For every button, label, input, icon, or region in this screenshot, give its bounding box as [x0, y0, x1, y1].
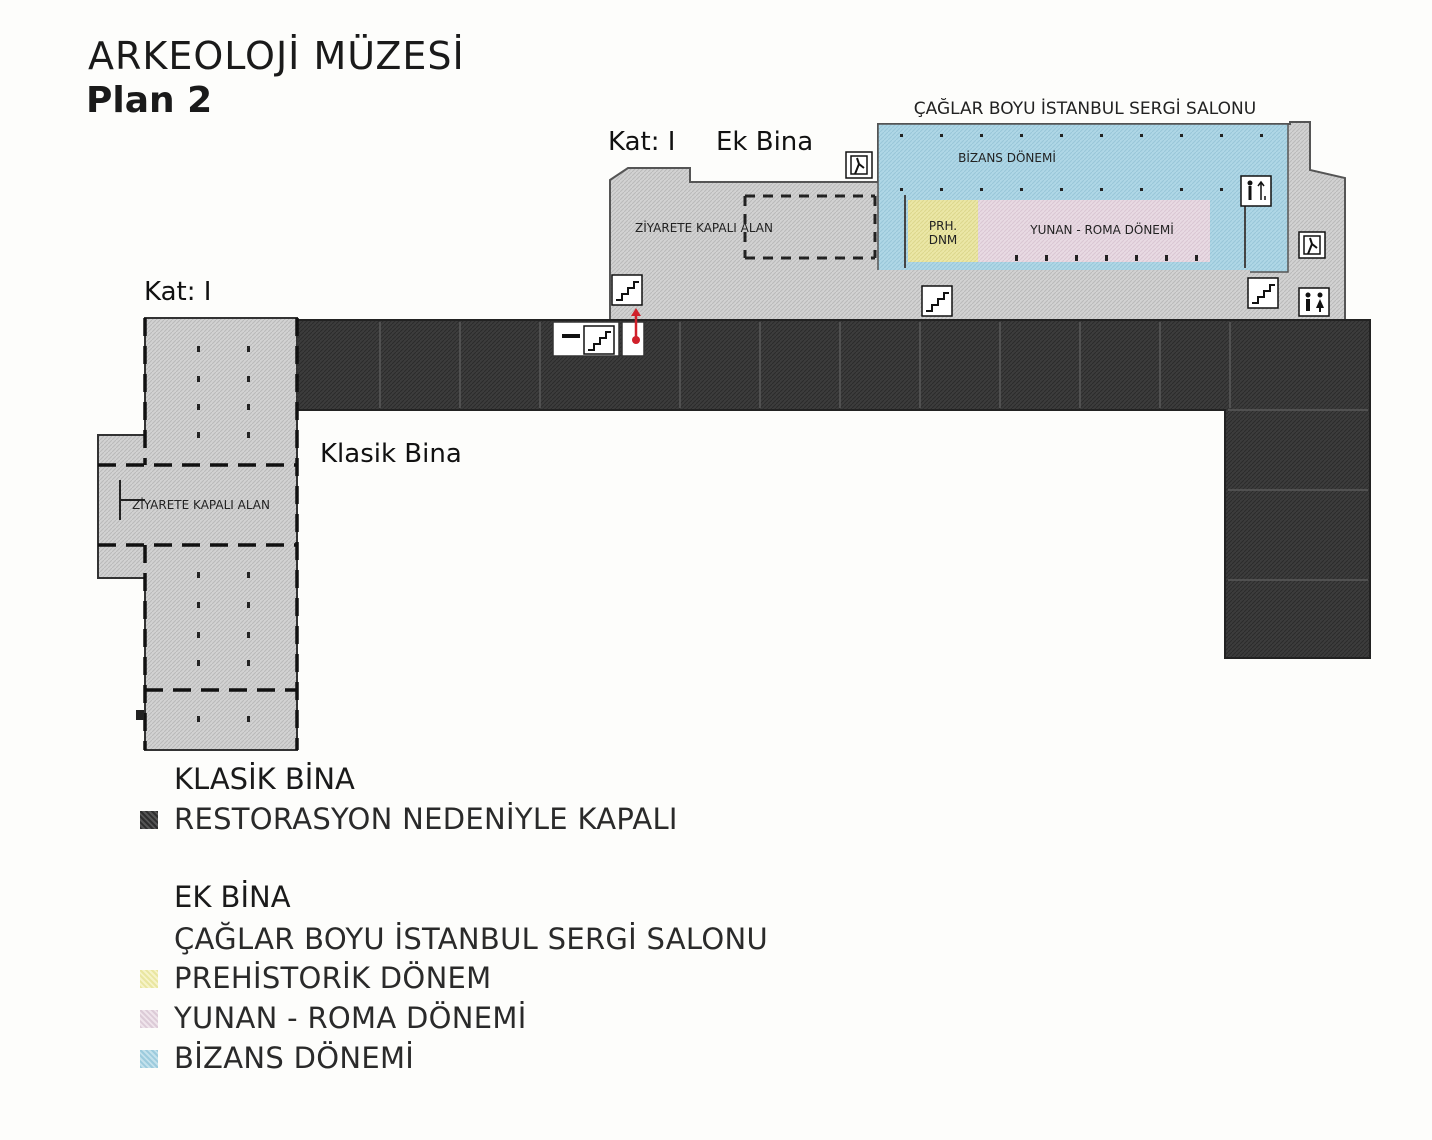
restroom-icon — [1298, 287, 1330, 317]
connector-dash — [562, 334, 580, 338]
legend-swatch-yunan-roma — [140, 1010, 158, 1028]
exit-icon — [845, 151, 873, 179]
location-pin-icon — [631, 308, 641, 344]
bizans-column-dots — [900, 134, 1263, 261]
legend-swatch-closed — [140, 811, 158, 829]
plan-subtitle: Plan 2 — [86, 80, 213, 121]
legend-annex-subheading: ÇAĞLAR BOYU İSTANBUL SERGİ SALONU — [174, 922, 768, 956]
prehistoric-zone — [908, 200, 978, 262]
legend-item-closed: RESTORASYON NEDENİYLE KAPALI — [174, 802, 678, 836]
stairs-icon — [611, 274, 643, 306]
floor-plan-map: ÇAĞLAR BOYU İSTANBUL SERGİ SALONU Kat: I… — [97, 97, 1371, 751]
classic-closed-room-dividers — [379, 322, 1368, 581]
annex-closed-area-label: ZİYARETE KAPALI ALAN — [635, 220, 773, 235]
stairs-icon — [583, 325, 615, 355]
legend-item-bizans: BİZANS DÖNEMİ — [174, 1041, 415, 1075]
bizans-zone-label: BİZANS DÖNEMİ — [958, 149, 1056, 165]
classic-floor-label: Kat: I — [144, 277, 211, 307]
yunan-zone-label: YUNAN - ROMA DÖNEMİ — [1029, 221, 1174, 237]
classic-closed-wing — [296, 319, 1371, 659]
stairs-icon — [921, 285, 953, 317]
annex-closed-area-walls — [743, 194, 877, 260]
classic-closed-area-walls — [98, 318, 299, 750]
classic-closed-area-label: ZİYARETE KAPALI ALAN — [132, 497, 270, 512]
prh-label-line1: PRH. — [929, 219, 957, 233]
classic-west-wing — [97, 317, 298, 751]
legend-item-yunan-roma: YUNAN - ROMA DÖNEMİ — [174, 1001, 527, 1035]
annex-name-label: Ek Bina — [716, 127, 813, 157]
classic-name-label: Klasik Bina — [320, 439, 462, 469]
annex-floor-label: Kat: I — [608, 127, 675, 157]
top-banner-label: ÇAĞLAR BOYU İSTANBUL SERGİ SALONU — [914, 97, 1256, 119]
stairs-icon — [1247, 277, 1279, 309]
legend-swatch-bizans — [140, 1050, 158, 1068]
legend-classic-heading: KLASİK BİNA — [174, 762, 355, 796]
annex-corridor — [700, 270, 1250, 320]
legend-annex-heading: EK BİNA — [174, 880, 291, 914]
legend-swatch-prehistoric — [140, 970, 158, 988]
classic-west-column-dots — [136, 346, 250, 722]
exit-icon — [1298, 231, 1326, 259]
legend-item-prehistoric: PREHİSTORİK DÖNEM — [174, 961, 492, 995]
prh-label-line2: DNM — [929, 233, 958, 247]
elevator-icon — [1240, 175, 1272, 207]
yunan-roma-zone — [978, 200, 1210, 262]
page-title: ARKEOLOJİ MÜZESİ — [88, 34, 465, 78]
